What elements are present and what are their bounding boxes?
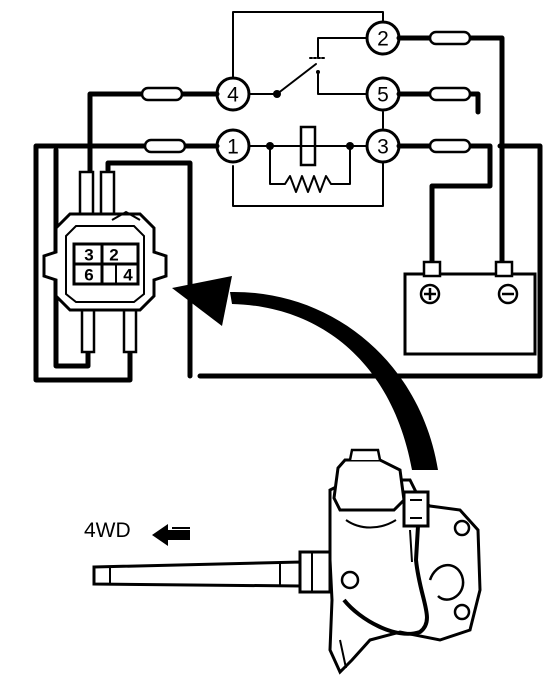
relay-box — [232, 11, 384, 207]
left-arrow-icon — [152, 524, 190, 546]
wire-ground-return — [197, 143, 543, 379]
relay-terminal-5-label: 5 — [377, 84, 389, 107]
battery-negative-icon — [497, 283, 519, 305]
battery-positive-icon — [419, 283, 441, 305]
wire-terminal-1-to-pin-4 — [33, 138, 220, 383]
switch-connector: 3 2 6 4 — [42, 170, 168, 354]
relay-terminal-3-label: 3 — [377, 136, 389, 159]
connector-pin-6: 6 — [84, 266, 93, 285]
relay-terminal-1: 1 — [215, 128, 251, 164]
relay-terminal-2: 2 — [365, 20, 401, 56]
relay-terminal-5: 5 — [365, 76, 401, 112]
resistor-icon — [269, 145, 351, 193]
direction-label-4wd: 4WD — [84, 519, 131, 542]
relay-terminal-3: 3 — [365, 128, 401, 164]
connector-pin-4: 4 — [123, 266, 133, 285]
wire-terminal-3-to-battery-positive — [396, 138, 493, 265]
connector-pin-2: 2 — [109, 246, 118, 265]
transfer-switch-assembly — [92, 448, 482, 675]
connector-pin-3: 3 — [84, 246, 93, 265]
battery — [403, 260, 537, 356]
wire-terminal-4-to-pin-3 — [87, 86, 220, 175]
relay-switch-contact — [273, 49, 327, 98]
relay-terminal-1-label: 1 — [227, 136, 239, 159]
wire-terminal-2-to-battery-negative — [396, 30, 505, 265]
wire-terminal-5-to-harness — [396, 86, 481, 115]
relay-terminal-4: 4 — [215, 76, 251, 112]
wire-pin-2-loop — [105, 160, 193, 379]
relay-coil — [266, 125, 354, 167]
relay-terminal-4-label: 4 — [227, 84, 239, 107]
relay-terminal-2-label: 2 — [377, 28, 389, 51]
curved-arrow-icon — [172, 276, 438, 470]
